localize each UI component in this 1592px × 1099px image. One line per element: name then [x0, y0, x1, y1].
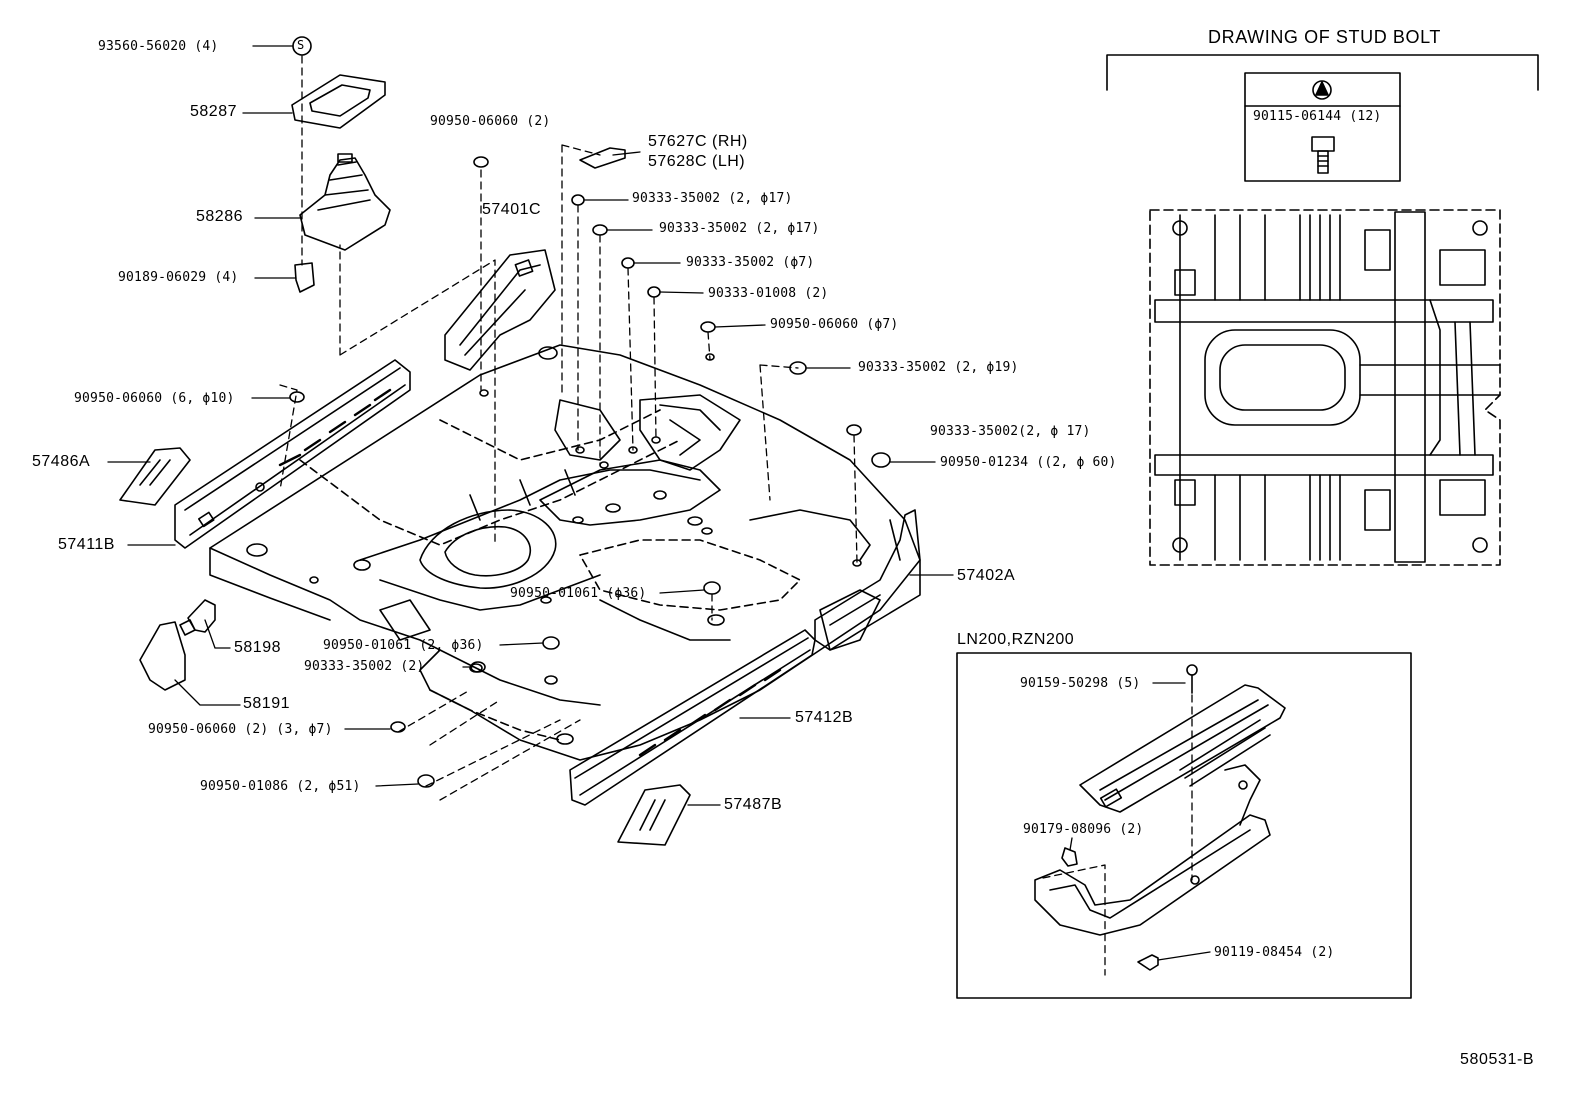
label-58191: 58191: [243, 695, 290, 712]
label-90950-06060-g: 90950-06060 (2) (3, ϕ7): [148, 722, 333, 737]
variant-leader-lines: [1069, 682, 1211, 961]
label-90950-01061-a: 90950-01061 (ϕ36): [510, 586, 647, 601]
rocker-panel-57411b: [174, 359, 411, 549]
label-90950-01086: 90950-01086 (2, ϕ51): [200, 779, 361, 794]
label-90333-01008: 90333-01008 (2): [708, 286, 829, 301]
label-90950-01234: 90950-01234 ((2, ϕ 60): [940, 455, 1117, 470]
label-57487b: 57487B: [724, 796, 783, 813]
rocker-panel-57412b: [569, 629, 816, 806]
label-90333-35002-e: 90333-35002 (2, ϕ19): [858, 360, 1019, 375]
leader-lines: [107, 45, 954, 806]
shift-boot-58286: [299, 153, 391, 251]
label-90333-35002-a: 90333-35002 (2, ϕ17): [632, 191, 793, 206]
bolt-58198: [179, 599, 216, 636]
floor-pan: [209, 344, 921, 761]
floor-top-view: [1149, 209, 1501, 566]
label-90115-06144: 90115-06144 (12): [1253, 109, 1382, 124]
shift-boot-retainer-58287: [291, 74, 386, 129]
nut-90179-icon: [1061, 847, 1078, 867]
label-90189-06029: 90189-06029 (4): [118, 270, 239, 285]
running-board: [1079, 664, 1286, 813]
bolt-90119-icon: [1137, 954, 1159, 971]
label-90333-35002-b: 90333-35002 (2, ϕ17): [659, 221, 820, 236]
label-57412b: 57412B: [795, 709, 854, 726]
label-57402a: 57402A: [957, 567, 1016, 584]
label-57628c: 57628C (LH): [648, 153, 746, 170]
variant-box: [956, 652, 1412, 999]
label-57401c: 57401C: [482, 201, 542, 218]
label-90950-06060-a: 90950-06060 (2): [430, 114, 551, 129]
label-90119-08454: 90119-08454 (2): [1214, 945, 1335, 960]
running-board-bracket: [1034, 764, 1271, 936]
variant-dashed-leaders: [1042, 694, 1193, 976]
label-90333-35002-f: 90333-35002(2, ϕ 17): [930, 424, 1091, 439]
label-90179-08096: 90179-08096 (2): [1023, 822, 1144, 837]
label-90950-06060-b: 90950-06060 (ϕ7): [770, 317, 899, 332]
label-93560-56020: 93560-56020 (4): [98, 39, 219, 54]
label-90333-35002-g: 90333-35002 (2): [304, 659, 425, 674]
label-57486a: 57486A: [32, 453, 91, 470]
cover-57486a: [119, 447, 191, 506]
label-90333-35002-c: 90333-35002 (ϕ7): [686, 255, 815, 270]
figure-id: 580531-B: [1460, 1051, 1535, 1068]
label-57627c: 57627C (RH): [648, 133, 748, 150]
clip-90189-icon: [294, 262, 315, 293]
stud-bolt-title: DRAWING OF STUD BOLT: [1208, 27, 1442, 47]
grommets: [289, 156, 891, 788]
dashed-leaders: [279, 55, 858, 801]
label-90950-01061-b: 90950-01061 (2, ϕ36): [323, 638, 484, 653]
s-marker-icon: S: [297, 38, 305, 52]
label-90950-06060-c: 90950-06060 (6, ϕ10): [74, 391, 235, 406]
label-58287: 58287: [190, 103, 237, 120]
rocker-panel-57402a: [814, 509, 921, 651]
label-90159-50298: 90159-50298 (5): [1020, 676, 1141, 691]
cover-57487b: [617, 784, 691, 846]
label-58286: 58286: [196, 208, 243, 225]
stud-bolt-panel: [1106, 54, 1539, 182]
variant-title: LN200,RZN200: [957, 631, 1075, 648]
label-58198: 58198: [234, 639, 281, 656]
bracket-58191: [139, 621, 186, 691]
label-57411b: 57411B: [58, 536, 115, 553]
